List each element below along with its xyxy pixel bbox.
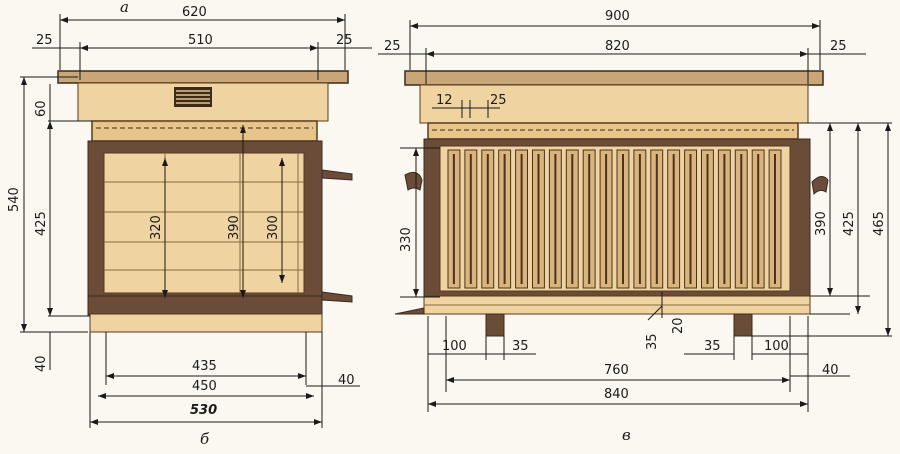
label-front-620: 620 [182, 5, 207, 20]
label-side-390: 390 [814, 211, 829, 236]
label-front-40-right: 40 [338, 373, 355, 388]
front-roof-top [57, 70, 349, 84]
label-side-900: 900 [605, 9, 630, 24]
label-side-425: 425 [842, 211, 857, 236]
label-side-840: 840 [604, 387, 629, 402]
label-side-35-right: 35 [704, 339, 721, 354]
label-side-25-left: 25 [384, 39, 401, 54]
caption-b: б [200, 430, 210, 448]
label-front-450: 450 [192, 379, 217, 394]
front-handle-top [321, 169, 353, 181]
side-frames [447, 149, 782, 289]
side-top-rim [427, 122, 799, 140]
label-front-540: 540 [7, 187, 22, 212]
label-front-530: 530 [190, 403, 217, 418]
label-front-25-left: 25 [36, 33, 53, 48]
label-front-60: 60 [34, 100, 49, 117]
side-handle-left [404, 171, 423, 191]
side-leg-left [485, 313, 505, 337]
label-side-12: 12 [436, 93, 453, 108]
side-leg-right [733, 313, 753, 337]
label-front-390: 390 [227, 215, 242, 240]
label-front-510: 510 [188, 33, 213, 48]
label-front-300: 300 [266, 215, 281, 240]
label-side-40-right: 40 [822, 363, 839, 378]
label-side-20: 20 [671, 317, 686, 334]
label-side-330: 330 [399, 227, 414, 252]
label-side-25-frame: 25 [490, 93, 507, 108]
caption-a: а [120, 0, 129, 16]
front-handle-bottom [321, 291, 353, 303]
label-front-40: 40 [34, 355, 49, 372]
label-front-435: 435 [192, 359, 217, 374]
label-front-25-right: 25 [336, 33, 353, 48]
vent-grille [174, 87, 212, 107]
front-top-rim [91, 120, 318, 142]
side-entrance-board [394, 307, 425, 315]
front-bottom-board [87, 295, 323, 315]
label-side-100-right: 100 [764, 339, 789, 354]
side-roof-body [419, 84, 809, 124]
front-view: 320 390 300 а 620 510 25 25 540 60 425 [7, 0, 372, 448]
label-side-35-left: 35 [512, 339, 529, 354]
caption-v: в [622, 426, 631, 444]
label-side-820: 820 [605, 39, 630, 54]
label-front-425: 425 [34, 211, 49, 236]
side-handle-right [811, 176, 829, 196]
side-roof-top [404, 70, 824, 86]
side-view: 900 820 25 25 12 25 330 390 [378, 9, 892, 444]
label-side-100-left: 100 [442, 339, 467, 354]
label-front-320: 320 [149, 215, 164, 240]
label-side-760: 760 [604, 363, 629, 378]
label-side-25-right: 25 [830, 39, 847, 54]
label-side-465: 465 [872, 211, 887, 236]
label-side-35-center: 35 [645, 333, 660, 350]
front-base [89, 313, 323, 333]
